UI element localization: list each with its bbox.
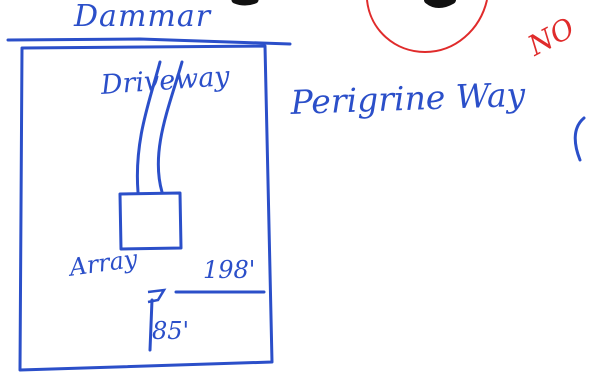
dimension-line-vertical (148, 298, 154, 352)
dimension-width-label: 198' (203, 256, 256, 284)
property-boundary (18, 44, 274, 372)
dimension-depth-label: 85' (152, 317, 190, 345)
top-road-line (6, 37, 292, 46)
street-curve (573, 116, 586, 162)
street-label: Perigrine Way (289, 74, 526, 122)
driveway-line-left (135, 60, 162, 194)
house-footprint (118, 191, 183, 251)
array-marker (147, 288, 167, 304)
top-black-mark-right (424, 0, 456, 8)
driveway-line-right (156, 60, 184, 194)
top-road-label: Dammar (74, 0, 212, 34)
top-black-mark-left (231, 0, 259, 6)
red-circle-mark (366, 0, 488, 54)
